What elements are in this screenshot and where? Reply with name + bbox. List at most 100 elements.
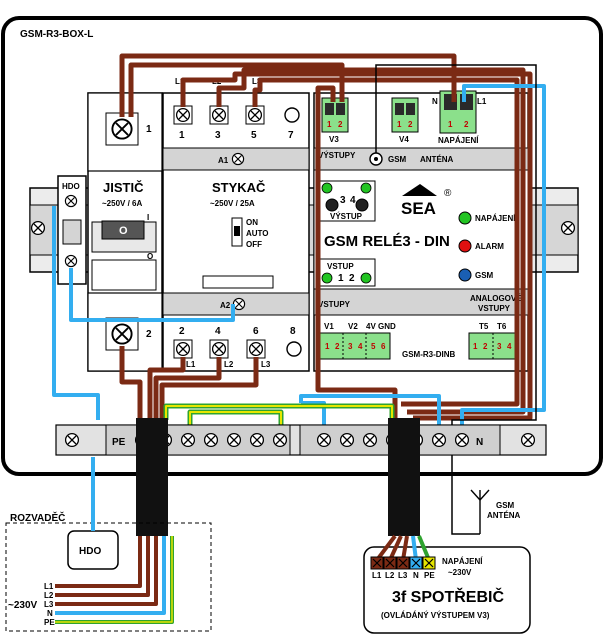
input-number-1: 1 [338,273,344,284]
supply-l1-label: L1 [477,97,487,106]
v3-pin-1-socket[interactable] [325,103,334,115]
strip-screw-right[interactable] [520,432,536,448]
analog-pin-1: 1 [473,342,478,351]
breaker-top-screw[interactable] [111,118,133,140]
output-led-top-right [360,182,372,194]
load-label-l3: L3 [398,571,408,580]
antenna-icon [470,489,490,534]
strip-screw-pe-5[interactable] [226,432,242,448]
input-header-v1: V1 [324,322,334,331]
distribution-title: ROZVADĚČ [10,511,65,524]
brand-registered: ® [444,188,452,199]
contactor-switch-auto: AUTO [246,229,269,238]
input-pin-6: 6 [381,342,386,351]
contactor-switch-on: ON [246,218,258,227]
gsm-relay-module [313,92,529,372]
load-label-pe: PE [424,571,435,580]
input-number-2: 2 [349,273,355,284]
contactor-screw-5[interactable] [247,107,263,123]
strip-screw-left[interactable] [64,432,80,448]
supply-n-label: N [432,97,438,106]
supply-pin-2: 2 [464,120,469,129]
relay-antenna-gsm: GSM [388,155,407,164]
v3-pin-1: 1 [327,120,332,129]
antenna-label-gsm: GSM [496,501,515,510]
v3-pin-2-socket[interactable] [336,103,345,115]
load-subtitle: (OVLÁDÁNÝ VÝSTUPEM V3) [381,611,490,620]
dist-line-l2: L2 [44,591,54,600]
v4-pin-1-socket[interactable] [395,103,404,115]
contactor-bottom-l1: L1 [186,360,196,369]
input-connector[interactable] [319,332,391,360]
output-button-4[interactable] [355,198,369,212]
relay-outputs-title: VÝSTUPY [318,151,356,160]
load-supply-voltage: ~230V [448,568,472,577]
breaker-name: JISTIČ [103,180,144,195]
inputs-title: VSTUPY [318,300,351,309]
rail-screw-right [560,220,576,236]
contactor-screw-1[interactable] [175,107,191,123]
contactor-terminal-8[interactable] [286,341,302,357]
dist-line-l3: L3 [44,600,54,609]
contactor-a1-screw[interactable] [231,152,245,166]
contactor-screw-4[interactable] [211,341,227,357]
cable-gland-left [136,418,168,536]
box-title: GSM-R3-BOX-L [20,29,93,40]
breaker-switch-label[interactable]: O [119,225,128,237]
output-button-3[interactable] [325,198,339,212]
input-label: VSTUP [327,262,354,271]
dist-line-n: N [47,609,53,618]
led-alarm [458,239,472,253]
contactor-screw-6[interactable] [248,341,264,357]
strip-screw-n-7[interactable] [454,432,470,448]
load-label-l2: L2 [385,571,395,580]
strip-screw-n-2[interactable] [339,432,355,448]
analog-pin-4: 4 [507,342,512,351]
breaker-off-mark: O [147,252,153,261]
contactor-top-terminal-1: 1 [179,130,185,141]
contactor-top-l1: L1 [175,77,185,86]
contactor-bottom-terminal-6: 6 [253,326,259,337]
antenna-label-antenna: ANTÉNA [487,511,521,520]
contactor-a2-screw[interactable] [232,297,246,311]
sea-logo: SEA ® [401,184,452,218]
strip-screw-pe-4[interactable] [203,432,219,448]
contactor-bottom-terminal-2: 2 [179,326,185,337]
output-number-4: 4 [350,195,356,206]
strip-screw-n-6[interactable] [431,432,447,448]
contactor-screw-3[interactable] [211,107,227,123]
input-led-1 [321,272,333,284]
v4-pin-1: 1 [397,120,402,129]
analog-title-2: VSTUPY [478,304,511,313]
breaker-bottom-screw[interactable] [111,323,133,345]
neutral-wires [52,84,546,436]
rail-screw-left [30,220,46,236]
output-label: VÝSTUP [330,212,363,221]
distribution-wires [55,536,174,624]
strip-screw-n-3[interactable] [362,432,378,448]
analog-pin-2: 2 [483,342,488,351]
strip-screw-pe-6[interactable] [249,432,265,448]
contactor-coil-a1: A1 [218,156,229,165]
v4-pin-2-socket[interactable] [406,103,415,115]
distribution-voltage: ~230V [8,600,38,611]
contactor-screw-2[interactable] [175,341,191,357]
input-pin-2: 2 [335,342,340,351]
strip-pe-label: PE [112,437,126,448]
contactor-terminal-7[interactable] [284,107,300,123]
contactor-coil-a2: A2 [220,301,231,310]
contactor-bottom-l2: L2 [224,360,234,369]
supply-pin-l1-socket[interactable] [460,94,473,110]
contactor-module [162,92,310,372]
input-header-4v-gnd: 4V GND [366,322,396,331]
hdo-module-label: HDO [62,182,80,191]
load-supply-label: NAPÁJENÍ [442,557,483,566]
breaker-bottom-terminal: 2 [146,329,152,340]
strip-screw-n-1[interactable] [316,432,332,448]
contactor-top-terminal-3: 3 [215,130,221,141]
input-pin-1: 1 [325,342,330,351]
strip-screw-pe-7[interactable] [272,432,288,448]
strip-screw-pe-3[interactable] [180,432,196,448]
v4-pin-2: 2 [408,120,413,129]
